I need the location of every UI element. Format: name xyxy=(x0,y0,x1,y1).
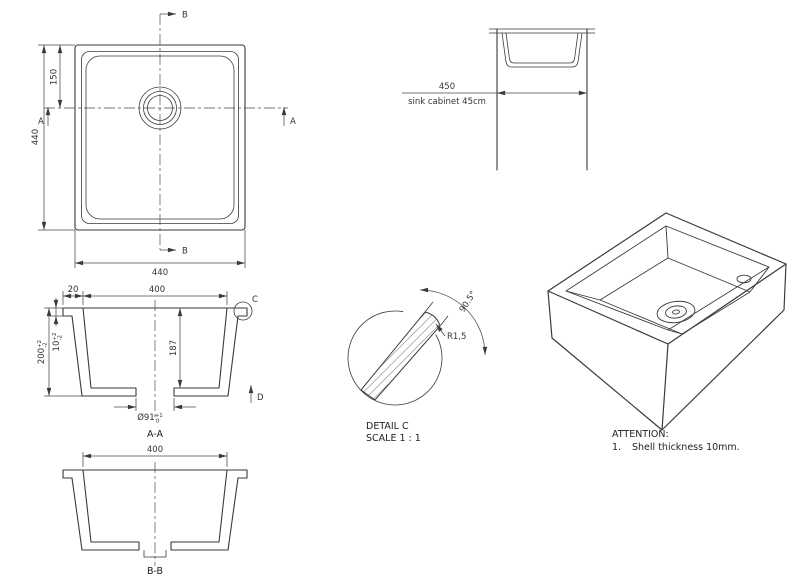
dim-radius-leader xyxy=(435,323,446,337)
detail-c-marker-label: C xyxy=(252,295,258,305)
dim-20-label: 20 xyxy=(68,285,79,295)
section-bb-title: B-B xyxy=(147,566,163,577)
iso-rim-outer xyxy=(547,212,787,345)
detail-boundary-arc xyxy=(347,310,443,406)
iso-drain-outer xyxy=(656,300,696,324)
dim-10-label: 10+2-2 xyxy=(52,333,64,352)
detail-c-title: DETAIL C xyxy=(366,421,409,432)
drain-mid-circle xyxy=(143,91,177,125)
detail-c-bubble xyxy=(233,301,253,321)
bowl-inner-profile xyxy=(505,32,579,64)
cabinet-legs xyxy=(496,28,588,171)
iso-drain-center xyxy=(672,309,680,315)
bowl-outer-profile xyxy=(501,32,583,68)
cabinet-caption: sink cabinet 45cm xyxy=(408,97,486,107)
cabinet-view: 450 sink cabinet 45cm xyxy=(402,28,595,171)
iso-drain xyxy=(656,300,696,324)
detail-c-scale: SCALE 1 : 1 xyxy=(366,433,421,444)
drain-outer-circle xyxy=(138,86,182,130)
dim-angle-label: 90.5° xyxy=(458,289,479,314)
section-aa-title: A-A xyxy=(147,429,164,440)
iso-drain-mid xyxy=(665,305,687,319)
plan-bowl-edge xyxy=(85,55,235,220)
bb-drain-stub xyxy=(143,550,167,558)
isometric-view xyxy=(547,212,787,431)
dim-drain-tol-lower: 0 xyxy=(156,419,160,425)
section-b-label-top: B xyxy=(182,11,188,21)
dim-187-label: 187 xyxy=(169,340,179,356)
bb-part-outline xyxy=(62,469,248,551)
attention-item: 1. Shell thickness 10mm. xyxy=(612,442,740,453)
attention-title: ATTENTION: xyxy=(612,429,669,440)
iso-overflow-hole xyxy=(736,274,752,284)
iso-front-corner-edge xyxy=(661,343,669,431)
drain-inner-circle xyxy=(147,95,173,121)
dim-10-tol-lower: -2 xyxy=(58,335,64,340)
dim-200-tol-upper: +2 xyxy=(37,340,43,348)
plan-view: 440 150 440 B B A A xyxy=(31,11,296,279)
dim-drain-value: Ø91 xyxy=(137,412,155,423)
dim-200-tol-lower: -2 xyxy=(43,342,49,347)
attention-note: ATTENTION: 1. Shell thickness 10mm. xyxy=(612,429,740,453)
marker-d-label: D xyxy=(257,393,264,403)
dim-440-vertical-label: 440 xyxy=(31,129,41,145)
dim-10-value: 10 xyxy=(52,341,62,352)
section-b-label-bottom: B xyxy=(182,247,188,257)
dim-10-tol-upper: +2 xyxy=(52,333,58,341)
dim-radius-label: R1,5 xyxy=(447,332,466,342)
dim-200-label: 200+2-2 xyxy=(37,340,49,364)
dim-400-label-aa: 400 xyxy=(149,285,165,295)
section-a-label-right: A xyxy=(290,117,296,127)
dim-400-label-bb: 400 xyxy=(147,445,163,455)
attention-item-number: 1. xyxy=(612,442,621,453)
plan-outer-edge xyxy=(74,44,246,231)
dim-drain-tol-upper: +1 xyxy=(155,413,163,419)
plan-centerlines xyxy=(44,14,288,250)
detail-wall-section xyxy=(360,311,441,401)
detail-c-view: R1,5 90.5° DETAIL C SCALE 1 : 1 xyxy=(347,287,488,444)
dim-150-label: 150 xyxy=(50,69,60,85)
section-a-label-left: A xyxy=(38,117,44,127)
countertop-lines xyxy=(489,28,595,34)
plan-rim-edge xyxy=(81,51,239,224)
iso-rim-inner xyxy=(565,225,770,331)
plan-extension-lines xyxy=(38,44,246,268)
aa-part-outline xyxy=(62,307,248,397)
dim-angle-arc xyxy=(419,287,488,356)
attention-item-text: Shell thickness 10mm. xyxy=(632,442,740,453)
dim-440-horizontal-label: 440 xyxy=(152,268,168,278)
iso-bowl-corner-edges xyxy=(565,225,770,335)
plan-drain xyxy=(138,86,182,130)
dim-200-value: 200 xyxy=(37,348,47,364)
dim-450-label: 450 xyxy=(439,82,455,92)
section-bb-view: 400 B-B xyxy=(62,445,248,577)
